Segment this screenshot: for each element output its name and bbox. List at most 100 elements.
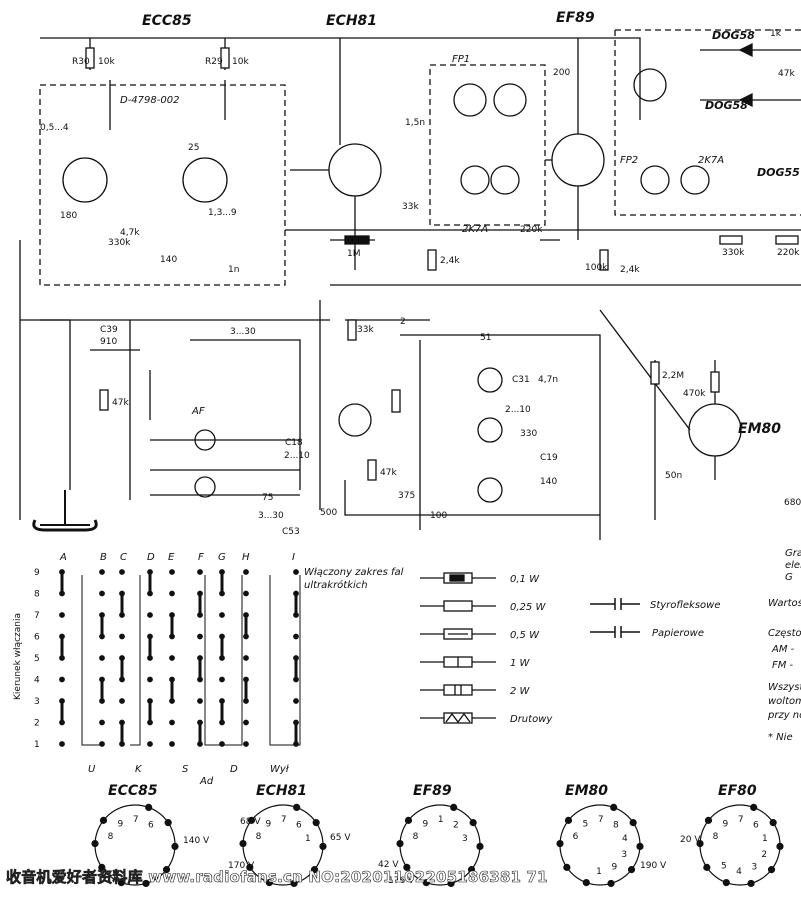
- switch-contact-dot: [219, 719, 225, 726]
- switch-contact-dot: [59, 590, 65, 597]
- pinout-pin: [117, 878, 125, 887]
- tube-label-em80: EM80: [738, 421, 781, 437]
- cap-legend-label: Papierowe: [652, 628, 704, 639]
- pinout-pin-number: 7: [281, 815, 287, 825]
- misc-label: 47k: [778, 69, 795, 79]
- pinout-pin: [422, 878, 430, 887]
- pinout-pin: [450, 803, 458, 812]
- pinout-pin: [467, 866, 476, 874]
- switch-contact-dot: [197, 633, 203, 640]
- pinout-pin: [319, 842, 327, 850]
- switch-contact-dot: [147, 590, 153, 597]
- note-text: Wartoś: [768, 597, 801, 609]
- switch-row-label: 2: [34, 719, 40, 729]
- pinout-pin-number: 3: [462, 834, 468, 844]
- voltage-label: 176 V: [388, 876, 415, 886]
- switch-contact-dot: [59, 612, 65, 618]
- note-text: FM -: [772, 660, 794, 671]
- part-value: 10k: [98, 57, 115, 67]
- switch-contact-dot: [119, 676, 125, 683]
- misc-label: 4,7n: [538, 375, 558, 385]
- part-value: 220k: [520, 225, 543, 235]
- pinout-pin-number: 7: [133, 815, 139, 825]
- part-value: 180: [60, 211, 77, 221]
- switch-contact-dot: [169, 655, 175, 661]
- switch-contact-dot: [99, 569, 105, 575]
- note-text: woltom: [768, 696, 801, 707]
- pinout-pin: [396, 840, 404, 848]
- right-notes: Wartoś Często AM - FM - Wszystk woltom p…: [767, 548, 801, 743]
- pinout-pin: [469, 819, 477, 827]
- note-text: Wszystk: [768, 682, 801, 693]
- pinout-pin: [722, 878, 730, 887]
- misc-label: C39: [100, 325, 118, 335]
- switch-row-label: 5: [34, 654, 40, 664]
- pinout-pin: [704, 816, 713, 824]
- misc-label: 140: [540, 477, 557, 487]
- legend-label: 1 W: [510, 658, 531, 669]
- switch-contact-dot: [99, 698, 105, 704]
- switch-contact-dot: [147, 676, 153, 683]
- part-value: 33k: [357, 325, 374, 335]
- pinout-pin: [171, 842, 179, 850]
- pinout-title-ech81: ECH81: [256, 783, 307, 799]
- pinout-pin-number: 2: [453, 821, 459, 831]
- pinout-pin-number: 5: [721, 861, 727, 871]
- misc-label: 375: [398, 491, 415, 501]
- switch-contact-dot: [99, 741, 105, 747]
- misc-label: 51: [480, 333, 491, 343]
- voltage-label: 140 V: [183, 836, 210, 846]
- pinout-pin-number: 6: [296, 821, 302, 831]
- misc-label: 3...30: [258, 511, 284, 521]
- pinout-pin: [99, 816, 108, 824]
- pinout-pin-number: 1: [596, 867, 602, 877]
- pinout-title-ef80: EF80: [718, 783, 757, 799]
- switch-contact-dot: [197, 676, 203, 683]
- legend-label: 0,25 W: [510, 602, 546, 613]
- misc-label: 100: [430, 511, 447, 521]
- pinout-pin: [162, 866, 171, 874]
- part-value: 33k: [402, 202, 419, 212]
- legend-resistor-symbol: [443, 684, 473, 696]
- filter-label-2k7a-1: 2K7A: [462, 224, 488, 235]
- voltage-label: 170 V: [228, 861, 255, 871]
- switch-contact-dot: [119, 569, 125, 575]
- pinout-title-em80: EM80: [565, 783, 608, 799]
- misc-label: C18: [285, 438, 303, 448]
- pinout-pin: [696, 840, 704, 848]
- switch-row-label: 4: [34, 676, 40, 686]
- switch-row-label: 8: [34, 590, 40, 600]
- pinout-pin: [563, 863, 571, 871]
- part-name: R29: [205, 57, 223, 67]
- pinout-pin-number: 9: [422, 819, 428, 829]
- pinout-pin: [564, 816, 573, 824]
- switch-bottom-label: K: [135, 764, 143, 775]
- part-value: 2,4k: [440, 256, 460, 266]
- switch-contact-dot: [119, 698, 125, 704]
- part-name: R30: [72, 57, 90, 67]
- switch-row-label: 3: [34, 697, 40, 707]
- note-text: elek: [785, 560, 801, 571]
- switch-contact-dot: [243, 698, 249, 704]
- pinout-pin: [607, 879, 615, 888]
- part-value: 2,2M: [662, 371, 684, 381]
- switch-col-label: I: [292, 552, 295, 563]
- pinout-pin-number: 1: [762, 834, 768, 844]
- legend-marking: [449, 574, 465, 582]
- switch-contact-dot: [147, 612, 153, 618]
- switch-contact-dot: [59, 676, 65, 683]
- part-value: 200: [553, 68, 570, 78]
- pinout-pin: [556, 840, 564, 848]
- pinout-pin: [776, 842, 784, 850]
- note-text: Często: [768, 628, 801, 639]
- misc-label: C53: [282, 527, 300, 537]
- switch-bottom-label: U: [88, 764, 96, 775]
- switch-col-label: D: [147, 552, 155, 563]
- pinout-pin-number: 6: [753, 821, 759, 831]
- pinout-pin-number: 4: [736, 867, 742, 877]
- pinout-pin: [627, 866, 636, 874]
